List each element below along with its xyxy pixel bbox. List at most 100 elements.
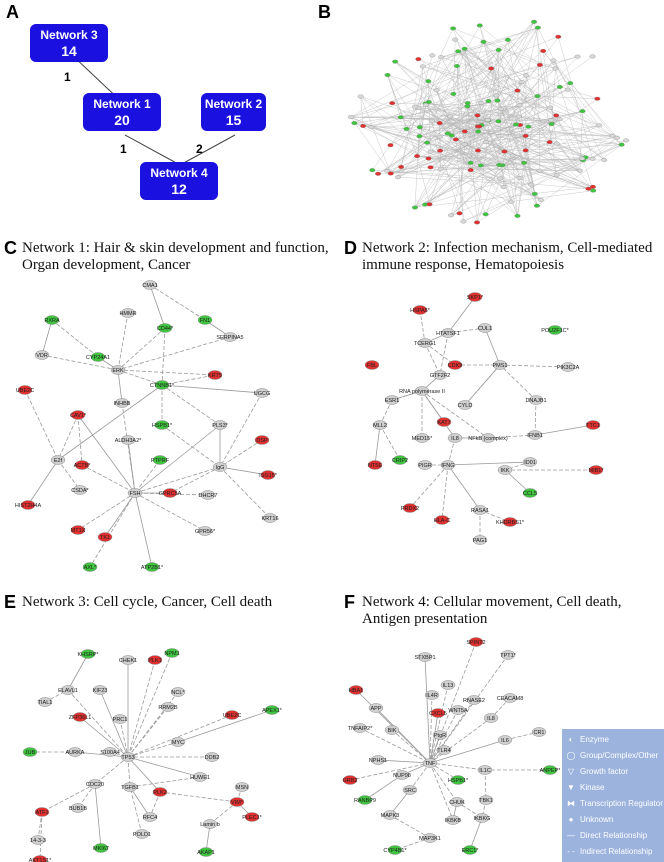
node-label: GPRC5A (159, 491, 182, 497)
node-shape (198, 847, 214, 857)
node-label: PTPRF (151, 458, 170, 464)
network-node: MAPK3 (381, 810, 399, 820)
network-edge (104, 492, 136, 538)
node-shape (432, 730, 448, 740)
node-shape (70, 410, 86, 420)
network-node: BIK (384, 725, 400, 735)
edge-label-n2-n4: 2 (196, 142, 203, 156)
network-edge (429, 762, 486, 771)
legend-item: ▽Growth factor (567, 767, 629, 776)
hairball-edge (418, 107, 554, 121)
node-label: 14-3-3 (30, 838, 46, 844)
hairball-edge (487, 119, 580, 171)
hairball-edge (477, 150, 589, 189)
hairball-edge (441, 39, 508, 58)
legend-item: ●Unknown (566, 815, 614, 824)
node-label: TGFB1 (121, 785, 139, 791)
node-label: IL6 (501, 738, 509, 744)
node-label: HLA-C (434, 518, 451, 524)
hairball-node (455, 49, 462, 54)
network-edge (127, 756, 131, 788)
network-edge (429, 762, 454, 821)
network-edge (67, 689, 129, 758)
network-node: APP (368, 703, 384, 713)
network-edge (490, 697, 511, 719)
node-shape (17, 385, 33, 395)
network-node: IL1C (477, 765, 493, 775)
hairball-edge (436, 90, 481, 166)
network-node: HSPB1* (152, 420, 173, 430)
network-node: TK1 (97, 532, 113, 542)
hairball-node (437, 166, 444, 171)
hairball-edge (398, 107, 551, 178)
hairball-edge (452, 28, 580, 171)
node-shape (483, 713, 499, 723)
network-edge (429, 709, 459, 764)
node-shape (352, 723, 368, 733)
node-shape (414, 433, 430, 443)
node-label: APP (370, 706, 381, 712)
network-edge (499, 364, 537, 401)
network-node: IKBKG (474, 813, 490, 823)
node-shape (164, 648, 180, 658)
hairball-node (454, 64, 460, 68)
hairball-edge (499, 115, 557, 152)
node-shape (32, 855, 48, 862)
node-shape (142, 812, 158, 822)
hairball-node (521, 160, 528, 165)
hairball-edge (363, 56, 578, 127)
node-label: CYP24A1 (86, 355, 110, 361)
node-label: CHUK (449, 800, 465, 806)
hairball-edge (476, 151, 505, 223)
hairball-edge (371, 81, 522, 128)
node-label: IFNG (441, 463, 454, 469)
node-label: NFkB (complex) (468, 436, 508, 442)
network-edge (134, 492, 206, 532)
node-shape (370, 755, 386, 765)
hairball-node (461, 46, 468, 51)
network-1-name: Network 1 (93, 97, 151, 111)
hairball-edge (439, 123, 441, 169)
node-label: RFC4 (143, 815, 157, 821)
hairball-node (553, 113, 560, 118)
hairball-edge (556, 143, 586, 158)
hairball-edge (439, 122, 518, 216)
hairball-edge (542, 50, 600, 126)
node-label: HSPB1* (448, 778, 469, 784)
node-shape (414, 386, 430, 396)
node-label: AKAP1 (197, 850, 215, 856)
node-shape (262, 513, 278, 523)
hairball-edge (416, 104, 427, 157)
network-2-name: Network 2 (204, 97, 263, 111)
node-label: MED15* (412, 436, 433, 442)
hairball-edge (537, 95, 618, 138)
node-shape (72, 485, 88, 495)
node-label: HSPA5* (410, 308, 431, 314)
hairball-edge (387, 74, 478, 223)
network-node: HUWE1 (190, 772, 210, 782)
hairball-edge (430, 167, 511, 202)
hairball-edge (455, 39, 492, 69)
network-edge (57, 414, 79, 461)
node-label: SPINT2 (466, 640, 485, 646)
hairball-edge (440, 135, 452, 151)
network-node: MT1X (71, 525, 86, 535)
hairball-node (427, 149, 434, 154)
network-node: SRC (402, 785, 418, 795)
node-label: HSPB1* (152, 423, 173, 429)
node-shape (229, 797, 245, 807)
node-label: SERPINA5 (216, 335, 243, 341)
network-node: MAP3K1 (419, 833, 441, 843)
network-node: AXL* (82, 562, 98, 572)
node-label: CYLD (458, 403, 473, 409)
network-edge (534, 399, 537, 436)
hairball-edge (504, 125, 600, 152)
network-edge (499, 364, 569, 368)
node-label: MAP3K1 (419, 836, 441, 842)
network-edge (219, 392, 263, 468)
network-node: TPT1* (500, 650, 517, 660)
network-4-count: 12 (171, 181, 187, 197)
node-label: TBK1 (479, 798, 493, 804)
hairball-edge (430, 151, 478, 163)
network-node: CDC20 (86, 779, 104, 789)
